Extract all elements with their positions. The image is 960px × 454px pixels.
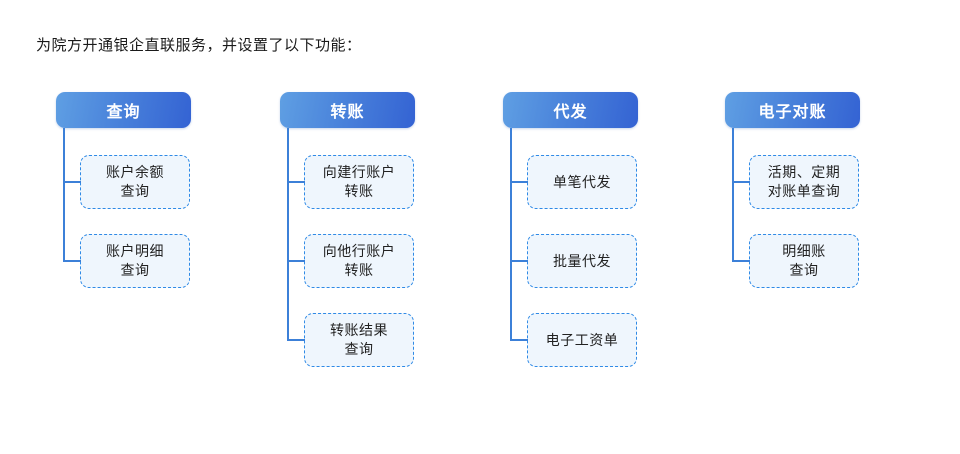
branch-header-transfer: 转账 bbox=[280, 92, 415, 128]
child-node: 明细账 查询 bbox=[732, 234, 859, 288]
children-group: 账户余额 查询 账户明细 查询 bbox=[63, 128, 191, 288]
child-node: 向他行账户 转账 bbox=[287, 234, 414, 288]
child-node-label: 活期、定期 对账单查询 bbox=[767, 164, 841, 199]
child-node: 转账结果 查询 bbox=[287, 313, 414, 367]
children-group: 活期、定期 对账单查询 明细账 查询 bbox=[732, 128, 860, 288]
branch-header-e-reconciliation: 电子对账 bbox=[725, 92, 860, 128]
child-node-label: 账户余额 查询 bbox=[106, 164, 164, 199]
child-node: 活期、定期 对账单查询 bbox=[732, 155, 859, 209]
branch-header-payroll: 代发 bbox=[503, 92, 638, 128]
child-node: 批量代发 bbox=[510, 234, 637, 288]
child-node-label: 单笔代发 bbox=[553, 173, 611, 190]
branch-header-query: 查询 bbox=[56, 92, 191, 128]
child-node-label: 向建行账户 转账 bbox=[322, 164, 396, 199]
page-title: 为院方开通银企直联服务，并设置了以下功能： bbox=[36, 37, 362, 54]
child-node: 单笔代发 bbox=[510, 155, 637, 209]
column-e-reconciliation: 电子对账 活期、定期 对账单查询 明细账 查询 bbox=[725, 92, 860, 313]
child-node: 账户余额 查询 bbox=[63, 155, 190, 209]
child-node-label: 向他行账户 转账 bbox=[322, 243, 396, 278]
children-group: 单笔代发 批量代发 电子工资单 bbox=[510, 128, 638, 367]
connector-vline bbox=[287, 128, 289, 340]
child-node-label: 账户明细 查询 bbox=[106, 243, 164, 278]
connector-vline bbox=[732, 128, 734, 261]
child-node-label: 批量代发 bbox=[553, 252, 611, 269]
child-node-label: 明细账 查询 bbox=[782, 243, 826, 278]
connector-vline bbox=[510, 128, 512, 340]
column-transfer: 转账 向建行账户 转账 向他行账户 转账 转账结果 查询 bbox=[280, 92, 415, 392]
child-node: 向建行账户 转账 bbox=[287, 155, 414, 209]
child-node: 电子工资单 bbox=[510, 313, 637, 367]
column-query: 查询 账户余额 查询 账户明细 查询 bbox=[56, 92, 191, 313]
child-node: 账户明细 查询 bbox=[63, 234, 190, 288]
child-node-label: 转账结果 查询 bbox=[330, 322, 388, 357]
children-group: 向建行账户 转账 向他行账户 转账 转账结果 查询 bbox=[287, 128, 415, 367]
connector-vline bbox=[63, 128, 65, 261]
child-node-label: 电子工资单 bbox=[545, 331, 619, 348]
column-payroll: 代发 单笔代发 批量代发 电子工资单 bbox=[503, 92, 638, 392]
